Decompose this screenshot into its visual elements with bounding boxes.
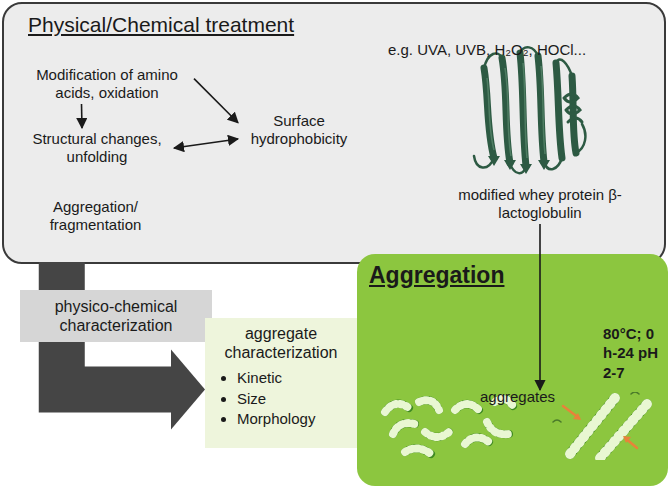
node-subtext: e.g. UVA, UVB, H₂O₂, HOCl... xyxy=(388,41,670,59)
effect-text: Aggregation/ fragmentation xyxy=(38,198,153,234)
node-text: Modification of amino acids, oxidation xyxy=(22,66,192,102)
aggregation-panel: Aggregation 80°C; 0 h-24 pH 2-7 xyxy=(357,254,668,486)
effect-text: Modification of amino acids, oxidation xyxy=(22,66,192,102)
node-text: Structural changes, unfolding xyxy=(22,130,172,166)
aggregates-group: aggregates xyxy=(375,392,660,484)
node-text: Aggregation/ fragmentation xyxy=(38,198,153,234)
node-subtext: Morphology xyxy=(237,409,349,429)
method-label: physico-chemical characterization xyxy=(20,290,212,342)
node-text: Physical/Chemical treatment xyxy=(28,12,670,37)
node-text: Aggregation xyxy=(369,262,670,290)
effect-text: Surface hydrophobicity xyxy=(240,112,358,148)
node-text: aggregate characterization xyxy=(213,324,349,362)
effect-text: Structural changes, unfolding xyxy=(22,130,172,166)
node-subtext: 80°C; 0 h-24 pH 2-7 xyxy=(603,324,665,383)
node-text: Surface hydrophobicity xyxy=(240,112,358,148)
protein-illustration xyxy=(464,38,594,183)
node-subtext: Size xyxy=(237,389,349,409)
treatment-panel: Physical/Chemical treatmente.g. UVA, UVB… xyxy=(2,2,666,264)
flow-band-arrow xyxy=(62,262,205,430)
characterization-box: aggregate characterizationKineticSizeMor… xyxy=(205,318,357,448)
protein-label: modified whey protein β-lactoglobulin xyxy=(430,186,650,222)
node-text: physico-chemical characterization xyxy=(28,297,204,335)
node-subtext: Kinetic xyxy=(237,368,349,388)
node-text: modified whey protein β-lactoglobulin xyxy=(430,186,650,222)
node-text: aggregates xyxy=(375,388,660,406)
